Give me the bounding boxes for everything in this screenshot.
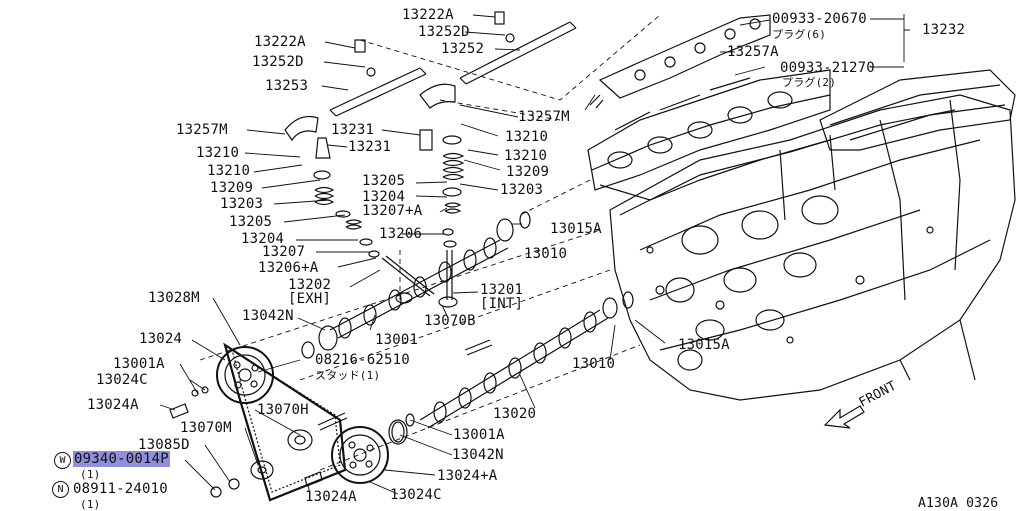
part-label-13210-l1: 13210	[196, 145, 240, 161]
part-label-13201: 13201	[480, 282, 524, 298]
part-note-00933-21270: プラグ(2)	[782, 76, 837, 89]
part-label-13231-mid: 13231	[331, 122, 375, 138]
part-label-13024C-bot: 13024C	[390, 487, 442, 503]
part-label-13206-mid: 13206	[379, 226, 423, 242]
camshaft-lower	[388, 291, 634, 445]
part-label-13204-mid: 13204	[362, 189, 406, 205]
part-label-13209-r: 13209	[506, 164, 550, 180]
part-label-13232: 13232	[922, 22, 966, 38]
part-label-13015A-bot: 13015A	[678, 337, 730, 353]
part-label-13257M-left: 13257M	[176, 122, 228, 138]
part-label-00933-20670: 00933-20670	[772, 11, 867, 27]
part-label-13070M: 13070M	[180, 420, 232, 436]
part-label-13257A: 13257A	[727, 44, 779, 60]
part-label-13024A-bot: 13024A	[305, 489, 357, 505]
part-label-13042N-bot: 13042N	[452, 447, 504, 463]
part-qty-08911: (1)	[80, 498, 101, 511]
part-label-00933-21270: 00933-21270	[780, 60, 875, 76]
part-label-13020: 13020	[493, 406, 537, 422]
part-label-13202: 13202	[288, 277, 332, 293]
part-qty-09340: (1)	[80, 468, 101, 481]
part-label-13024: 13024	[139, 331, 183, 347]
part-label-13210-r1: 13210	[505, 129, 549, 145]
part-label-13010-bot: 13010	[572, 356, 616, 372]
part-label-13205-l: 13205	[229, 214, 273, 230]
part-label-13206A-l: 13206+A	[258, 260, 319, 276]
diagram-code: A130A 0326	[918, 496, 999, 511]
part-note-08216-62510: スタッド(1)	[315, 369, 381, 382]
part-label-13070B: 13070B	[424, 313, 476, 329]
part-label-13028M: 13028M	[148, 290, 200, 306]
washer-mark-icon: W	[54, 452, 71, 469]
highlighted-part-number[interactable]: 09340-0014P	[73, 451, 170, 467]
part-label-13024A-left: 13024A	[87, 397, 139, 413]
part-note-13202: [EXH]	[288, 291, 332, 307]
part-label-13253: 13253	[265, 78, 309, 94]
part-label-13010-top: 13010	[524, 246, 568, 262]
part-label-13024A-plus: 13024+A	[437, 468, 498, 484]
timing-belt-drawing	[223, 342, 347, 502]
part-label-13070H: 13070H	[257, 402, 309, 418]
part-label-13257M-right: 13257M	[518, 109, 570, 125]
part-label-09340-0014P[interactable]: 09340-0014P	[73, 451, 170, 467]
part-label-13252: 13252	[441, 41, 485, 57]
part-label-13207-l: 13207	[262, 244, 306, 260]
part-label-13222A-top: 13222A	[402, 7, 454, 23]
part-label-13024C-left: 13024C	[96, 372, 148, 388]
part-label-13085D: 13085D	[138, 437, 190, 453]
part-label-13252D-top: 13252D	[418, 24, 470, 40]
camshaft-pulley-upper	[216, 346, 274, 404]
part-label-13001A-bot: 13001A	[453, 427, 505, 443]
part-label-13205-mid: 13205	[362, 173, 406, 189]
front-arrow-icon	[823, 405, 865, 429]
part-label-13001A-left: 13001A	[113, 356, 165, 372]
camshaft-upper	[301, 211, 531, 359]
part-label-13252D-left: 13252D	[252, 54, 304, 70]
part-label-13204-l: 13204	[241, 231, 285, 247]
part-label-08216-62510: 08216-62510	[315, 352, 410, 368]
part-label-13203-l: 13203	[220, 196, 264, 212]
cylinder-head-drawing	[587, 14, 831, 201]
part-label-13015A-top: 13015A	[550, 221, 602, 237]
part-label-13210-l2: 13210	[207, 163, 251, 179]
part-note-00933-20670: プラグ(6)	[772, 28, 827, 41]
part-note-13201: [INT]	[480, 296, 524, 312]
part-label-13203-r: 13203	[500, 182, 544, 198]
part-label-13222A-left: 13222A	[254, 34, 306, 50]
part-label-13210-r2: 13210	[504, 148, 548, 164]
part-label-08911-24010: 08911-24010	[73, 481, 168, 497]
cylinder-block-drawing	[609, 69, 1016, 401]
camshaft-pulley-lower	[331, 426, 389, 484]
part-label-13001: 13001	[375, 332, 419, 348]
valve-spring-right	[438, 135, 465, 308]
part-label-13209-l: 13209	[210, 180, 254, 196]
part-label-13207A-mid: 13207+A	[362, 203, 423, 219]
part-label-13042N-top: 13042N	[242, 308, 294, 324]
nut-mark-icon: N	[52, 481, 69, 498]
part-label-13231-left: 13231	[348, 139, 392, 155]
